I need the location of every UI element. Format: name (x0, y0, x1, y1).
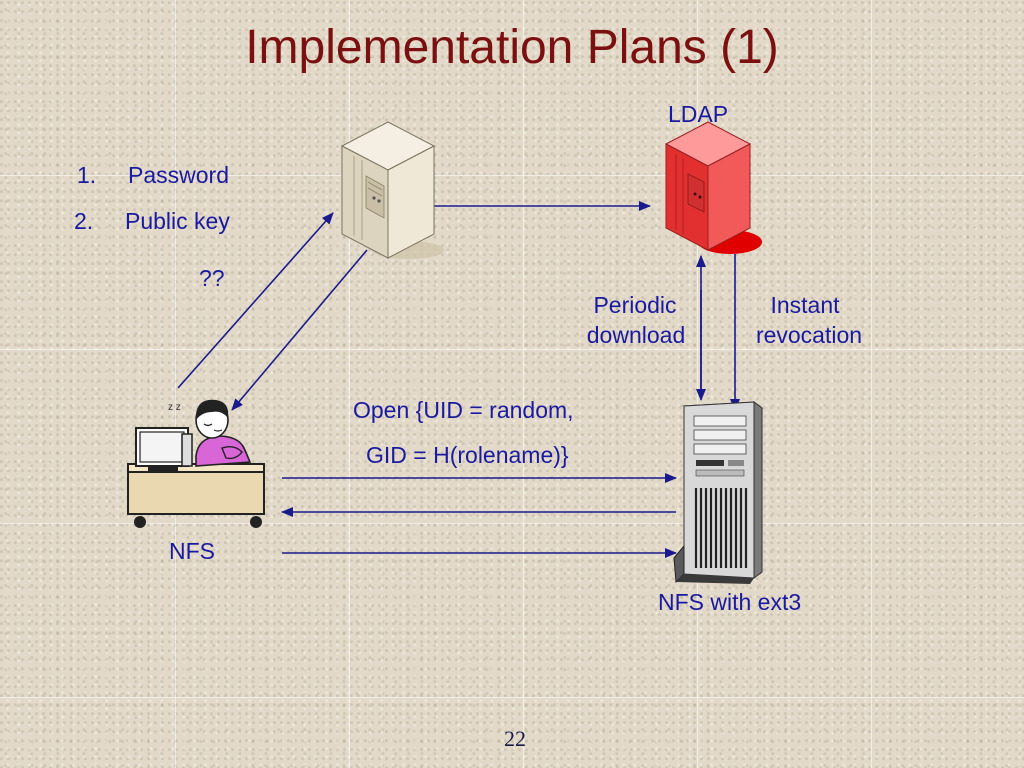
grid-line (175, 0, 176, 768)
arrow-auth-to-client (231, 249, 368, 411)
list-item-password: Password (128, 162, 229, 188)
nfs-server-tower-icon (673, 401, 764, 584)
grid-line (0, 175, 1024, 176)
grid-line (697, 0, 698, 768)
grid-line (0, 523, 1024, 524)
instant-label: Instant (770, 292, 840, 318)
grid-line (0, 349, 1024, 350)
nfs-client-label: NFS (169, 538, 215, 564)
page-number: 22 (504, 726, 526, 751)
list-number: 2. (74, 208, 94, 234)
ldap-server-icon (664, 121, 762, 254)
open-request-label-line1: Open {UID = random, (353, 397, 574, 423)
nfs-server-label: NFS with ext3 (658, 589, 802, 615)
download-label: download (586, 322, 686, 348)
sleeping-user-at-desk-icon: z z (127, 399, 265, 528)
grid-line (349, 0, 350, 768)
grid-line (523, 0, 524, 768)
list-item-public-key: Public key (125, 208, 230, 234)
open-request-label-line2: GID = H(rolename)} (366, 442, 569, 468)
grid-line (0, 697, 1024, 698)
question-marks: ?? (199, 265, 225, 291)
periodic-label: Periodic (593, 292, 677, 318)
grid-line (871, 0, 872, 768)
arrow-client-to-auth (177, 212, 334, 389)
slide-title: Implementation Plans (1) (245, 21, 779, 74)
list-number: 1. (77, 162, 97, 188)
ldap-label: LDAP (668, 101, 729, 127)
svg-text:z z: z z (168, 402, 181, 413)
auth-server-icon (340, 121, 444, 259)
revocation-label: revocation (755, 322, 863, 348)
